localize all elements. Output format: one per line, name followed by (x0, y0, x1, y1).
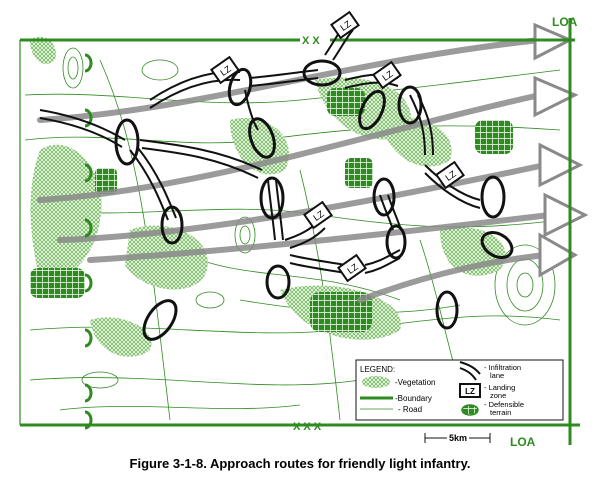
infiltration-swatch (459, 361, 481, 375)
arrow-heads (533, 22, 589, 278)
boundary-label-bottom: X X X (293, 421, 322, 433)
lz-marker: LZ (210, 55, 240, 85)
loa-label-bottom: LOA (510, 435, 536, 449)
legend-title: LEGEND: (360, 365, 395, 374)
legend-defensible: - Defensible terrain (484, 400, 526, 417)
vegetation-areas (30, 36, 506, 390)
lz-marker: LZ (372, 60, 402, 90)
svg-text:LZ: LZ (465, 387, 475, 396)
legend-vegetation: -Vegetation (395, 378, 435, 387)
contours (62, 47, 556, 389)
legend-landing-zone: - Landing zone (484, 383, 517, 400)
lz-marker: LZ (303, 200, 333, 230)
legend-infiltration: - Infiltration lane (484, 363, 523, 380)
landing-zones: LZ LZ LZ LZ LZ LZ (210, 10, 465, 283)
legend-road: - Road (398, 405, 422, 414)
loa-label-top: LOA (552, 15, 578, 29)
defensible-swatch (461, 404, 479, 416)
boundary-lines (19, 18, 580, 445)
lz-swatch (459, 383, 481, 398)
legend-boundary: -Boundary (395, 394, 432, 403)
lz-marker: LZ (337, 253, 367, 283)
boundary-label-top: X X (302, 35, 320, 47)
lz-marker: LZ (330, 10, 360, 40)
lz-marker: LZ (435, 160, 465, 190)
scale-bar: 5km (424, 431, 491, 443)
objective-ovals (114, 59, 514, 341)
scale-label: 5km (449, 433, 467, 443)
legend: LEGEND: -Vegetation -Boundary - Road - I… (355, 359, 564, 421)
vegetation-swatch (362, 376, 390, 388)
defensible-terrain (30, 88, 513, 332)
left-edge-arcs (84, 53, 93, 430)
figure-caption: Figure 3-1-8. Approach routes for friend… (129, 456, 471, 471)
